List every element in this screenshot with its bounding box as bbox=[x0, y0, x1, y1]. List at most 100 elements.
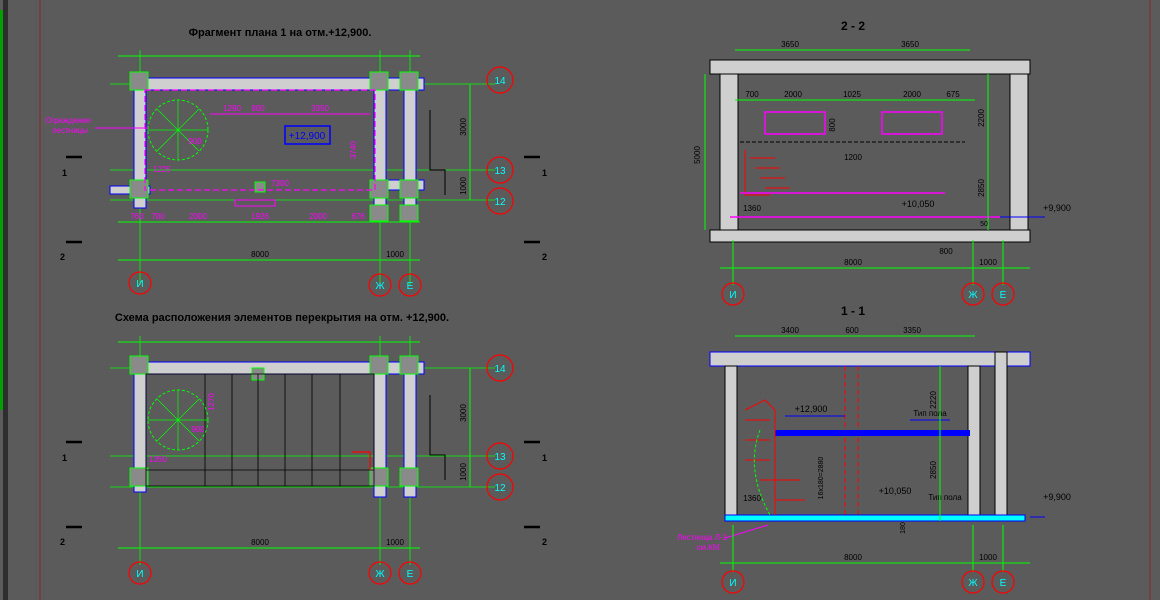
s11-dim-1000: 1000 bbox=[979, 553, 997, 562]
cut-2-left-label-lower: 2 bbox=[60, 537, 65, 547]
plan-column bbox=[399, 204, 419, 222]
s22-dim-row2-3: 1025 bbox=[843, 90, 861, 99]
plan-column bbox=[369, 71, 389, 91]
axis-bubble bbox=[128, 561, 152, 585]
s11-dim-1360: 1360 bbox=[743, 494, 761, 503]
axis-label-zh: Ж bbox=[968, 290, 978, 301]
axis-bubble bbox=[991, 570, 1015, 594]
plan-dim-1000v: 1000 bbox=[459, 177, 468, 195]
scheme-column bbox=[399, 467, 419, 487]
plan-dim-top-2: 800 bbox=[251, 104, 265, 113]
axis-label-13: 13 bbox=[494, 166, 506, 177]
axis-label-13: 13 bbox=[494, 452, 506, 463]
s22-wall-right bbox=[1009, 73, 1029, 235]
axis-bubble bbox=[486, 473, 514, 501]
axis-label-14: 14 bbox=[494, 76, 506, 87]
axis-bubble bbox=[486, 187, 514, 215]
s22-dim-8000: 8000 bbox=[844, 258, 862, 267]
s22-dim-top-2: 3650 bbox=[901, 40, 919, 49]
axis-label-e: Е bbox=[407, 281, 414, 292]
railing-note-1: Ограждение bbox=[45, 116, 91, 125]
s22-dim-row2-4: 2000 bbox=[903, 90, 921, 99]
axis-label-i: И bbox=[729, 290, 736, 301]
plan-slab-contour bbox=[144, 89, 376, 191]
plan-dim-900: 900 bbox=[188, 137, 202, 146]
plan-stair-treads bbox=[148, 100, 208, 160]
s22-dim-1360: 1360 bbox=[743, 204, 761, 213]
axis-bubble bbox=[128, 271, 152, 295]
s11-floor-slab bbox=[775, 430, 970, 436]
axis-bubble bbox=[368, 273, 392, 297]
axis-label-zh: Ж bbox=[375, 569, 385, 580]
s11-bottom-slab bbox=[724, 514, 1026, 522]
plan-dim-8000: 8000 bbox=[251, 250, 269, 259]
axis-label-zh: Ж bbox=[375, 281, 385, 292]
axis-label-14: 14 bbox=[494, 364, 506, 375]
s11-stair-label-2: см.КМ bbox=[696, 543, 719, 552]
plan-level-box bbox=[284, 125, 331, 145]
axis-bubble bbox=[486, 156, 514, 184]
cut-markers: 1 1 2 2 1 1 2 2 bbox=[60, 155, 547, 547]
plan-level-mark: +12,900 bbox=[289, 131, 326, 142]
scheme-dim-1000: 1000 bbox=[386, 538, 404, 547]
axis-bubble bbox=[721, 570, 745, 594]
s11-stair-label-leader bbox=[724, 524, 769, 539]
cut-2-right-label-lower: 2 bbox=[542, 537, 547, 547]
plan-dim-top-1: 1290 bbox=[223, 104, 241, 113]
railing-note-2: лестницы bbox=[52, 126, 88, 135]
axis-label-i: И bbox=[136, 569, 143, 580]
plan-dim-bottom-3: 2000 bbox=[189, 212, 207, 221]
plan-dim-bottom-4: 1926 bbox=[251, 212, 269, 221]
scheme-column bbox=[369, 355, 389, 375]
plan-dim-bottom-2: 700 bbox=[151, 212, 165, 221]
s22-dim-5000: 5000 bbox=[693, 146, 702, 164]
plan-dim-bottom-5: 2000 bbox=[309, 212, 327, 221]
s22-level-10050: +10,050 bbox=[902, 199, 935, 209]
s22-dim-2200: 2200 bbox=[977, 109, 986, 127]
s22-dim-50: 50 bbox=[980, 221, 988, 228]
section-1-1: 3400 600 3350 +12,900 Тип пола +10,050 Т… bbox=[677, 326, 1071, 572]
s22-window-1 bbox=[764, 111, 826, 135]
axis-label-i: И bbox=[136, 279, 143, 290]
s11-wall-e bbox=[994, 351, 1008, 522]
s11-dim-2850: 2850 bbox=[929, 461, 938, 479]
s11-dim-180: 180 bbox=[900, 522, 907, 534]
plan-column bbox=[129, 179, 149, 199]
scheme-column bbox=[399, 355, 419, 375]
plan-dim-3740: 3740 bbox=[349, 141, 358, 159]
axis-label-e: Е bbox=[1000, 578, 1007, 589]
s22-top-slab bbox=[709, 59, 1031, 75]
axis-bubble bbox=[486, 442, 514, 470]
axis-bubble bbox=[398, 273, 422, 297]
axis-label-i: И bbox=[729, 578, 736, 589]
s22-dim-row2-5: 675 bbox=[946, 90, 960, 99]
s11-wall-zh bbox=[967, 365, 981, 522]
plan-column bbox=[399, 71, 419, 91]
axis-label-12: 12 bbox=[494, 483, 506, 494]
scheme-dim-1270: 1270 bbox=[207, 393, 216, 411]
plan-column bbox=[369, 179, 389, 199]
s11-dim-top-1: 3400 bbox=[781, 326, 799, 335]
s11-level-9900: +9,900 bbox=[1043, 492, 1071, 502]
slab-scheme: 1270 900 1350 3000 1000 8000 1000 bbox=[110, 336, 495, 565]
scheme-column bbox=[129, 355, 149, 375]
scheme-dim-900: 900 bbox=[191, 425, 205, 434]
plan-dim-bottom-6: 676 bbox=[351, 212, 365, 221]
s11-floor-type-1: Тип пола bbox=[913, 409, 947, 418]
s22-level-9900: +9,900 bbox=[1043, 203, 1071, 213]
plan-column bbox=[129, 71, 149, 91]
section-2-2: 3650 3650 700 2000 1025 2000 675 800 120… bbox=[693, 40, 1071, 285]
s22-bottom-slab bbox=[709, 229, 1031, 243]
s22-dim-1200: 1200 bbox=[844, 153, 862, 162]
left-green-bar bbox=[0, 10, 3, 410]
s22-window-2 bbox=[881, 111, 943, 135]
scheme-slab-joints bbox=[204, 374, 341, 486]
s22-dim-2850: 2850 bbox=[977, 179, 986, 197]
scheme-break-line bbox=[429, 395, 446, 480]
plan-column-mid bbox=[254, 181, 266, 193]
cut-1-left-label: 1 bbox=[62, 168, 67, 178]
s22-dim-800a: 800 bbox=[828, 118, 837, 132]
axis-bubble bbox=[368, 561, 392, 585]
s11-level-12900: +12,900 bbox=[795, 404, 828, 414]
